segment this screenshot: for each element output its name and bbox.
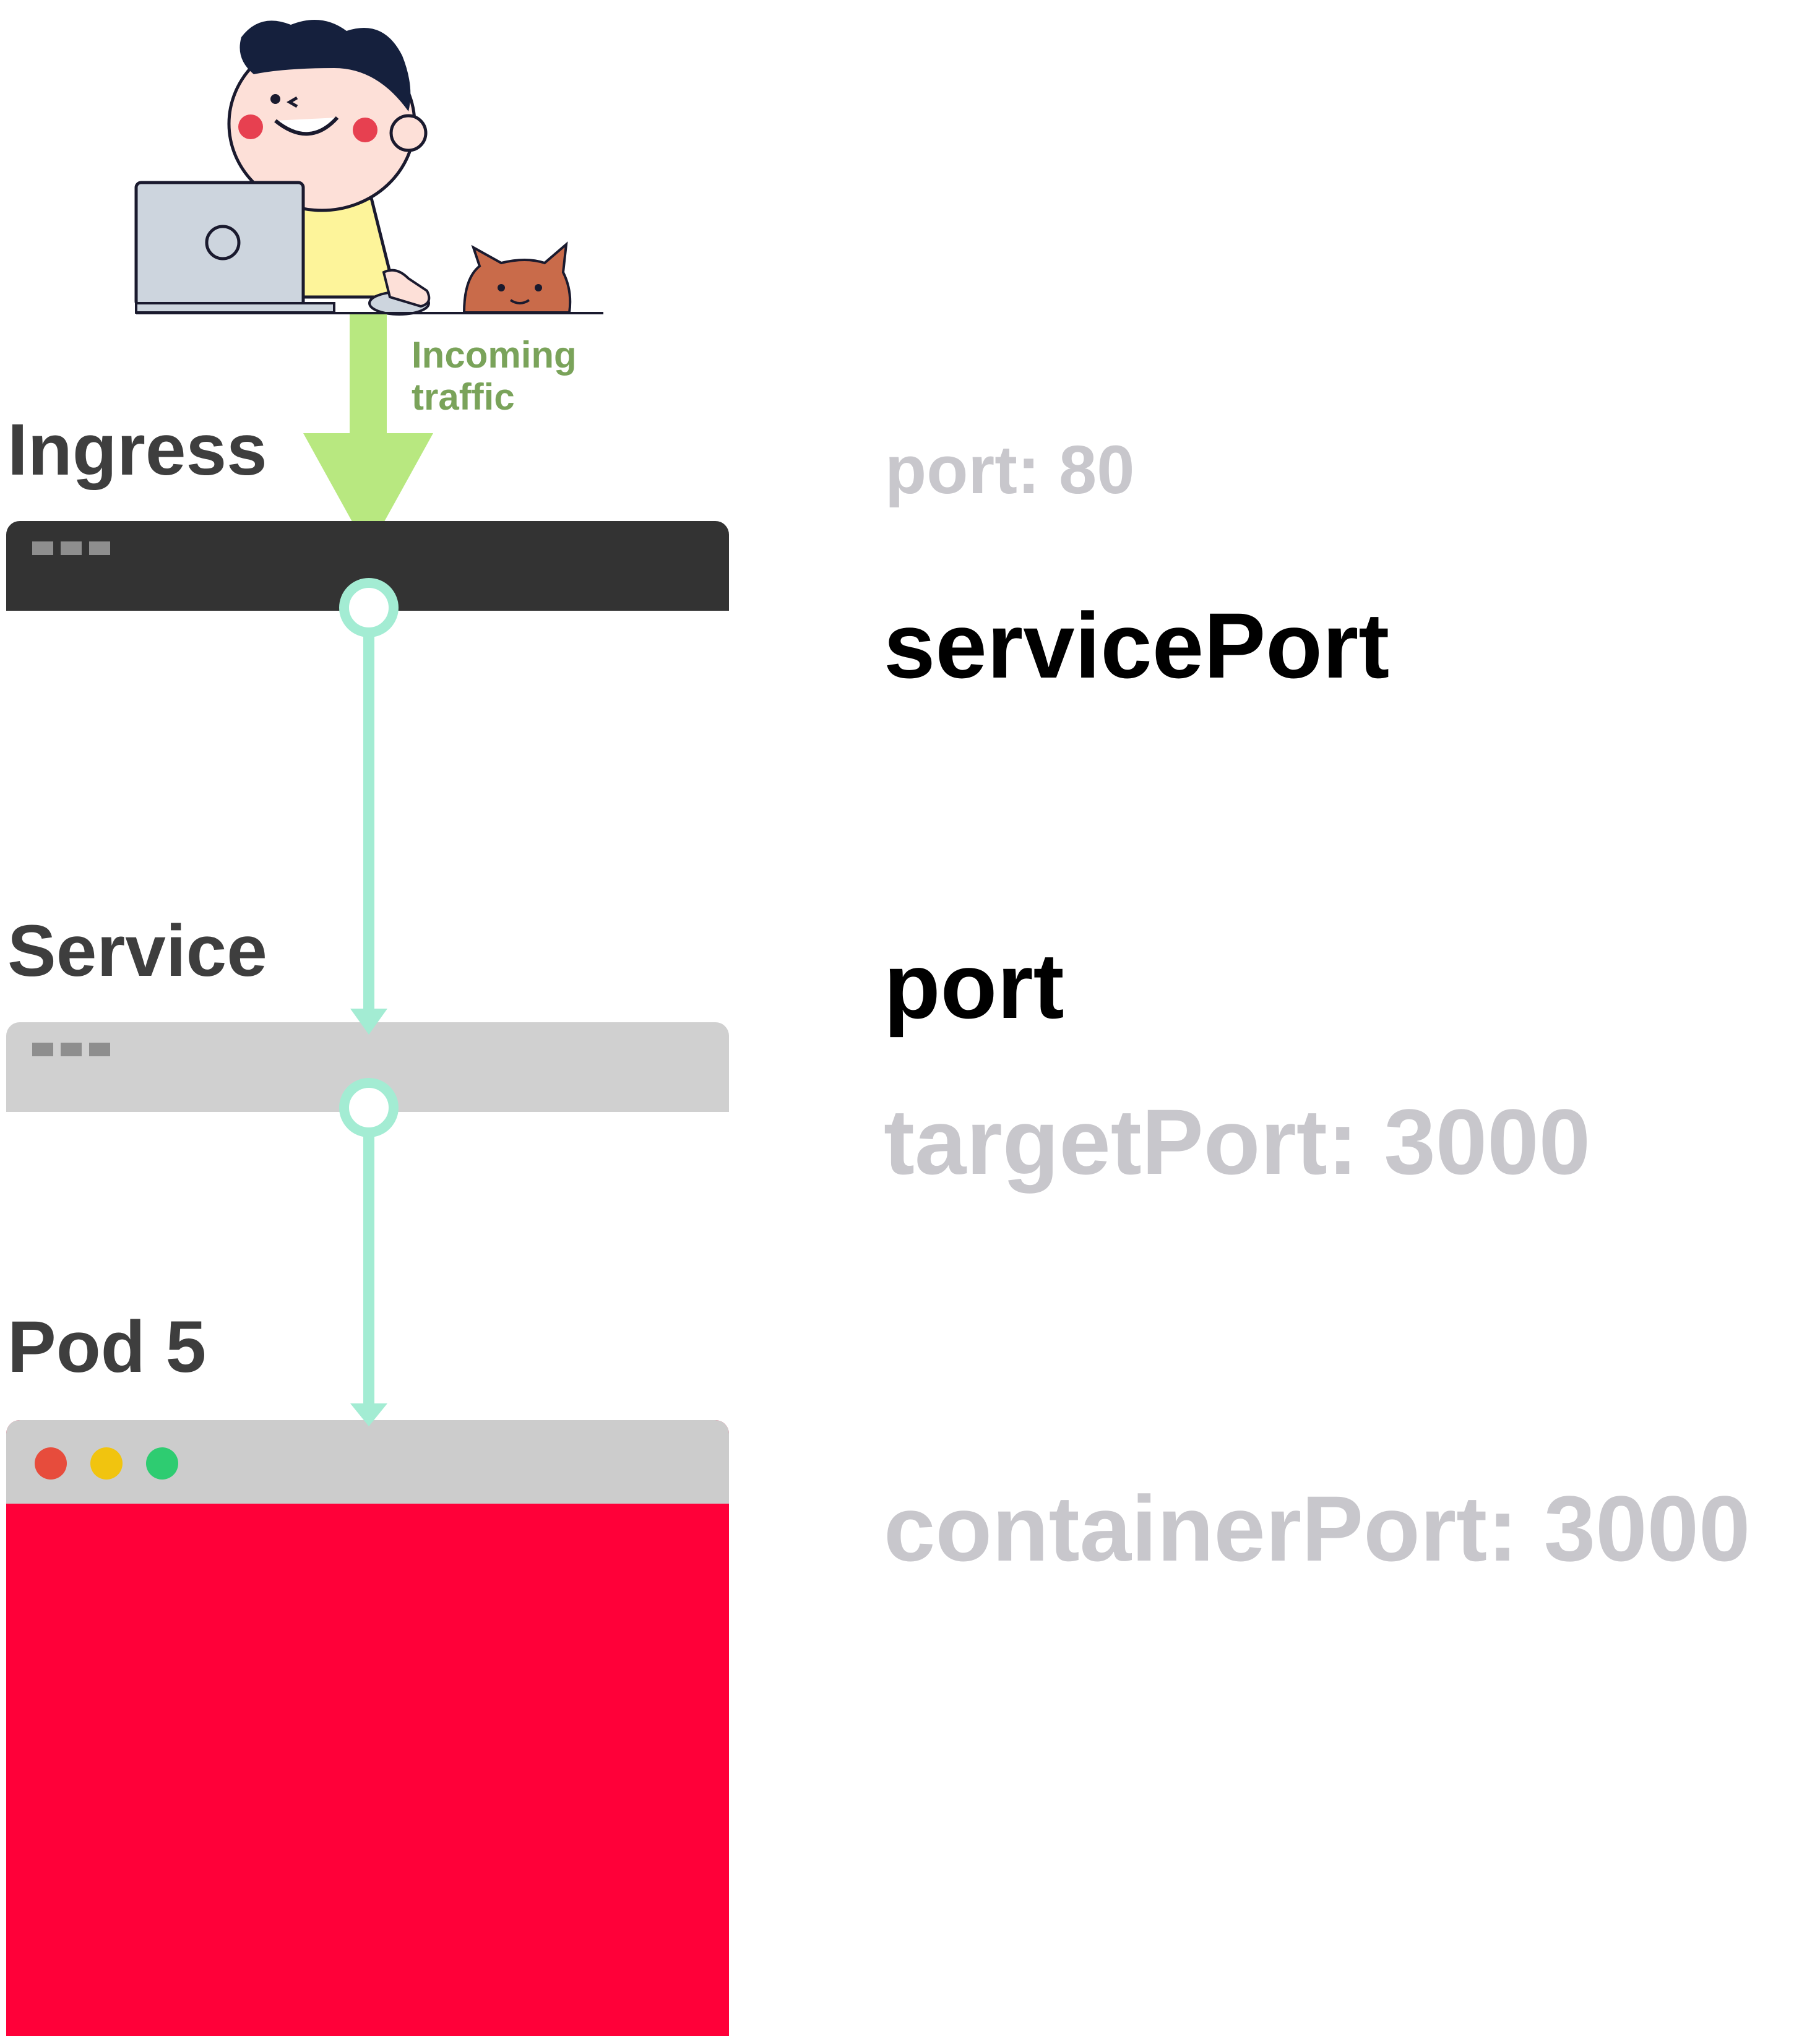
target-port-label: targetPort: 3000: [884, 1090, 1591, 1194]
ingress-bar-dots: [32, 541, 110, 555]
pod-window: [6, 1420, 729, 2036]
connector-arrowhead-service: [350, 1009, 387, 1035]
traffic-arrow-icon: [303, 314, 433, 551]
pod-window-header: [6, 1420, 729, 1504]
window-close-icon: [35, 1447, 67, 1480]
port-label: port: [884, 934, 1064, 1038]
service-title: Service: [7, 910, 267, 992]
traffic-label-line2: traffic: [412, 376, 515, 418]
window-minimize-icon: [90, 1447, 123, 1480]
hair-shape: [239, 20, 411, 111]
service-bar: [6, 1022, 729, 1112]
ingress-port-label: port: 80: [885, 432, 1135, 508]
laptop-icon: [134, 181, 335, 314]
service-bar-dots: [32, 1043, 110, 1056]
cat-icon: [462, 241, 572, 314]
ingress-title: Ingress: [7, 409, 267, 491]
window-maximize-icon: [146, 1447, 178, 1480]
container-port-label: containerPort: 3000: [884, 1476, 1751, 1580]
traffic-label: Incoming traffic: [412, 334, 577, 418]
connector-arrowhead-pod: [350, 1403, 387, 1426]
service-port-label: servicePort: [884, 593, 1390, 697]
pod-title: Pod 5: [7, 1306, 207, 1388]
ingress-port-node: [339, 578, 399, 637]
service-port-node: [339, 1078, 399, 1137]
traffic-label-line1: Incoming: [412, 334, 577, 376]
